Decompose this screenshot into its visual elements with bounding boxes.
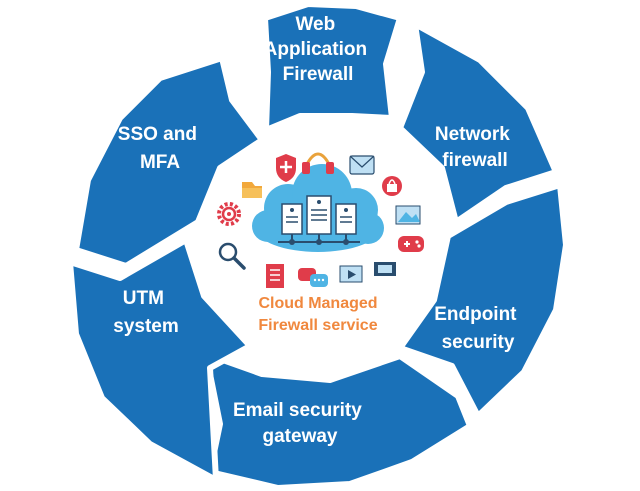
- folder-icon: [242, 182, 262, 198]
- segment-label-sso-mfa: SSO and MFA: [118, 124, 202, 173]
- sso-label-line-2: MFA: [140, 152, 180, 173]
- network-label-line-1: Network: [435, 124, 510, 145]
- film-icon: [374, 262, 396, 276]
- segment-web-application-firewall: [262, 1, 403, 133]
- headset-icon: [302, 152, 334, 174]
- segment-label-endpoint-security: Endpoint security: [434, 304, 522, 353]
- center-title-line-2: Firewall service: [258, 317, 377, 334]
- lock-icon: [382, 176, 402, 196]
- email-label-line-2: gateway: [263, 426, 338, 447]
- server-icon: [278, 195, 360, 245]
- sso-label-line-1: SSO and: [118, 124, 197, 145]
- chat-icon: [298, 268, 328, 287]
- segment-label-network-firewall: Network firewall: [435, 124, 515, 171]
- gamepad-icon: [398, 236, 424, 252]
- segment-sso-mfa: [73, 55, 265, 269]
- web-label-line-3: Firewall: [283, 64, 354, 85]
- mail-icon: [349, 155, 375, 175]
- utm-label-line-1: UTM: [123, 288, 164, 309]
- video-icon: [339, 265, 363, 283]
- gear-icon: [217, 202, 241, 226]
- segment-endpoint-security: [397, 182, 569, 419]
- web-label-line-1: Web: [295, 14, 335, 35]
- image-icon: [395, 205, 421, 225]
- shield-plus-icon: [276, 154, 296, 182]
- center-title-line-1: Cloud Managed: [258, 295, 377, 312]
- segment-utm-system: [67, 237, 253, 483]
- email-label-line-1: Email security: [233, 400, 362, 421]
- web-label-line-2: Application: [264, 39, 367, 60]
- segment-email-security-gateway: [203, 351, 473, 491]
- document-icon: [266, 264, 284, 288]
- search-icon: [218, 242, 246, 270]
- segment-label-web-application-firewall: Web Application Firewall: [264, 14, 373, 85]
- segment-label-utm-system: UTM system: [113, 288, 179, 337]
- endpoint-label-line-1: Endpoint: [434, 304, 517, 325]
- endpoint-label-line-2: security: [442, 332, 515, 353]
- network-label-line-2: firewall: [442, 150, 507, 171]
- segment-label-email-security-gateway: Email security gateway: [233, 400, 367, 447]
- segment-network-firewall: [397, 21, 559, 225]
- ring: [67, 1, 569, 491]
- utm-label-line-2: system: [113, 316, 179, 337]
